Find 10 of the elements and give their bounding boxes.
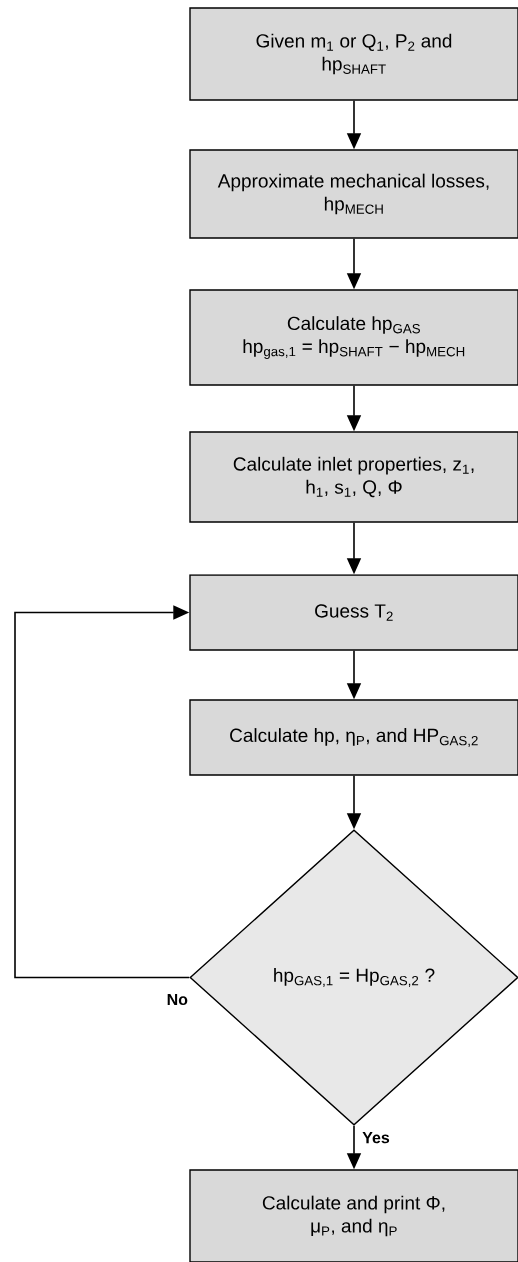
arrow bbox=[14, 605, 191, 979]
process-box: Given m$_{1}$ or Q$_{1}$, P$_{2}$ and hp$_{SHAFT}$ bbox=[189, 7, 518, 101]
process-box: Calculate hp$_{GAS}$ hp$_{gas,1}$ = hp$_{SHAFT}$ − hp$_{MECH}$ bbox=[189, 289, 518, 386]
edge-label: No bbox=[167, 993, 188, 1006]
process-box: Guess T$_{2}$ bbox=[189, 574, 518, 651]
process-box: Calculate hp, η$_{P}$, and HP$_{GAS,2}$ bbox=[189, 699, 518, 776]
process-box: Calculate and print Φ, μ$_{P}$, and η$_{P}$ bbox=[189, 1169, 518, 1262]
process-box: Calculate inlet properties, z$_{1}$, h$_{1}$, s$_{1}$, Q, Φ bbox=[189, 431, 518, 523]
edge-label: Yes bbox=[362, 1132, 390, 1144]
process-box: Approximate mechanical losses, hp$_{MECH}$ bbox=[189, 149, 518, 239]
